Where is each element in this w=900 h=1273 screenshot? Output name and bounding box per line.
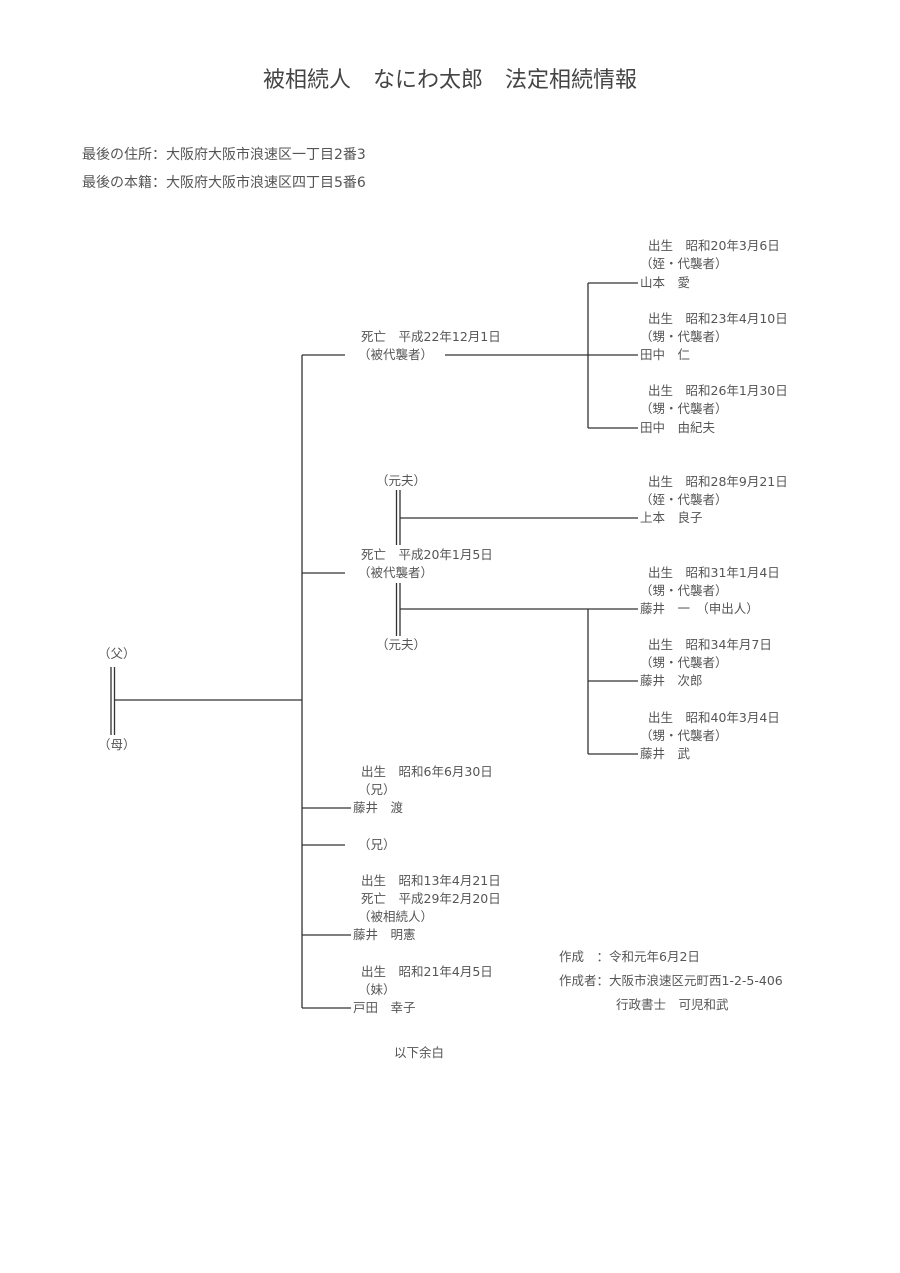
creation-date: 作成 ：令和元年6月2日 xyxy=(559,949,700,964)
sibling1-death: 死亡 平成22年12月1日 xyxy=(361,329,501,344)
child-birth: 出生 昭和31年1月4日 xyxy=(648,565,780,580)
sibling2-spouse2: （元夫） xyxy=(376,637,427,652)
sibling3-birth: 出生 昭和6年6月30日 xyxy=(361,764,493,779)
sibling1-role: （被代襲者） xyxy=(358,347,434,362)
last-address: 最後の住所：大阪府大阪市浪速区一丁目2番3 xyxy=(82,147,366,163)
child-birth: 出生 昭和40年3月4日 xyxy=(648,710,780,725)
decedent-death: 死亡 平成29年2月20日 xyxy=(361,891,501,906)
sibling2-role: （被代襲者） xyxy=(358,565,434,580)
child-role: （甥・代襲者） xyxy=(640,583,728,598)
child-birth: 出生 昭和28年9月21日 xyxy=(648,474,788,489)
sibling2-spouse1: （元夫） xyxy=(376,473,427,488)
child-role: （甥・代襲者） xyxy=(640,655,728,670)
child-name: 藤井 次郎 xyxy=(640,673,703,688)
child-role: （甥・代襲者） xyxy=(640,329,728,344)
child-role: （姪・代襲者） xyxy=(640,256,728,271)
father-label: （父） xyxy=(98,646,136,661)
child-role: （甥・代襲者） xyxy=(640,401,728,416)
child-birth: 出生 昭和20年3月6日 xyxy=(648,238,780,253)
sibling5-birth: 出生 昭和21年4月5日 xyxy=(361,964,493,979)
child-birth: 出生 昭和23年4月10日 xyxy=(648,311,788,326)
decedent-role: （被相続人） xyxy=(358,909,434,924)
child-name: 上本 良子 xyxy=(640,510,703,525)
child-role: （甥・代襲者） xyxy=(640,728,728,743)
child-name: 田中 由紀夫 xyxy=(640,420,716,435)
child-name: 山本 愛 xyxy=(640,275,691,290)
decedent-birth: 出生 昭和13年4月21日 xyxy=(361,873,501,888)
sibling2-death: 死亡 平成20年1月5日 xyxy=(361,547,493,562)
decedent-name: 藤井 明憲 xyxy=(353,927,416,942)
child-role: （姪・代襲者） xyxy=(640,492,728,507)
sibling3-name: 藤井 渡 xyxy=(353,800,404,815)
mother-label: （母） xyxy=(98,737,136,752)
sibling5-name: 戸田 幸子 xyxy=(353,1000,416,1015)
sibling4-role: （兄） xyxy=(358,837,396,852)
end-note: 以下余白 xyxy=(394,1045,445,1060)
last-domicile: 最後の本籍：大阪府大阪市浪速区四丁目5番6 xyxy=(82,175,366,191)
child-name: 藤井 一 （申出人） xyxy=(640,601,759,616)
sibling3-role: （兄） xyxy=(358,782,396,797)
child-birth: 出生 昭和34年月7日 xyxy=(648,637,772,652)
page-title: 被相続人 なにわ太郎 法定相続情報 xyxy=(262,68,637,93)
sibling5-role: （妹） xyxy=(358,982,396,997)
creation-author-name: 行政書士 可児和武 xyxy=(616,997,729,1012)
child-birth: 出生 昭和26年1月30日 xyxy=(648,383,788,398)
child-name: 田中 仁 xyxy=(640,347,691,362)
child-name: 藤井 武 xyxy=(640,746,691,761)
creation-author: 作成者：大阪市浪速区元町西1-2-5-406 xyxy=(559,973,783,988)
